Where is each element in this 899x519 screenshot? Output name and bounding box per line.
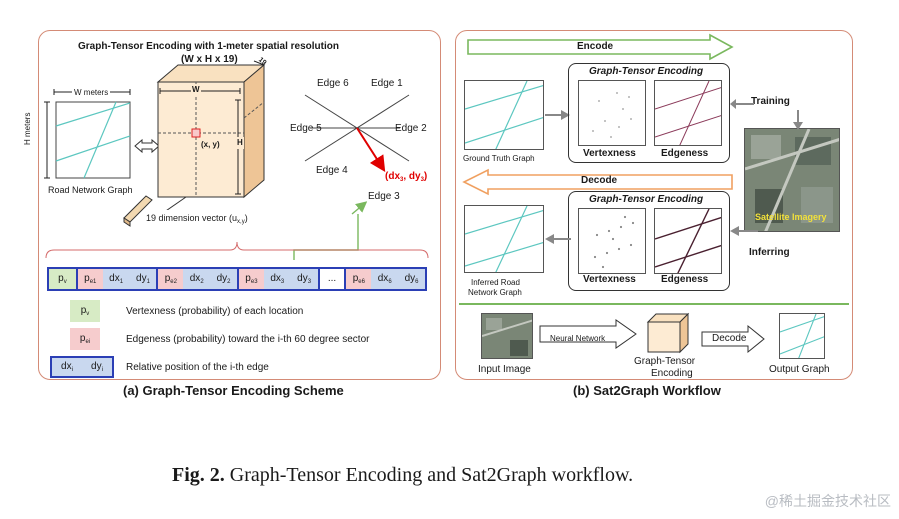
figure-caption: Fig. 2. Graph-Tensor Encoding and Sat2Gr… xyxy=(172,464,634,486)
decode-small-arrow xyxy=(701,324,765,354)
gte-box-top xyxy=(568,63,730,163)
inferred-road-graph xyxy=(464,205,544,273)
edgeness-label-top: Edgeness xyxy=(661,148,709,159)
legend-offset-text: Relative position of the i-th edge xyxy=(126,362,269,373)
decode-label: Decode xyxy=(581,175,618,186)
legend-vertex-swatch: pv xyxy=(70,300,100,322)
vertexness-map-top xyxy=(578,80,646,146)
watermark: @稀土掘金技术社区 xyxy=(764,493,891,509)
edge-2-label: Edge 2 xyxy=(395,123,427,134)
cube-w-label: W xyxy=(191,84,201,96)
edge-6-label: Edge 6 xyxy=(317,78,349,89)
vector-cell: dy1 xyxy=(129,269,157,289)
xy-label: (x, y) xyxy=(201,140,220,149)
vector-cell: pv xyxy=(49,269,76,289)
vector-cell: dx3 xyxy=(263,269,291,289)
edgeness-label-bottom: Edgeness xyxy=(661,274,709,285)
legend-offset-swatch: dxi dyi xyxy=(50,356,114,378)
vector-cell: pe2 xyxy=(156,269,184,289)
encode-arrow xyxy=(467,33,734,61)
edge-5-label: Edge 5 xyxy=(290,123,322,134)
decode-small-label: Decode xyxy=(712,333,747,344)
edge-3-label: Edge 3 xyxy=(368,191,400,202)
vector-label: 19 dimension vector (ux,y) xyxy=(146,213,248,225)
vector-cell: dy2 xyxy=(210,269,237,289)
inferring-arrow xyxy=(730,226,758,236)
h-meters-label: H meters xyxy=(23,112,32,145)
satellite-label: Satellite Imagery xyxy=(755,212,827,222)
vector-cell: ... xyxy=(317,269,345,289)
left-title: Graph-Tensor Encoding with 1-meter spati… xyxy=(78,41,339,52)
edgeness-map-bottom xyxy=(654,208,722,274)
gte-title-bottom: Graph-Tensor Encoding xyxy=(589,194,704,205)
vertexness-map-bottom xyxy=(578,208,646,274)
output-graph-label: Output Graph xyxy=(769,364,830,375)
vector-stick xyxy=(123,195,153,227)
neural-network-label: Neural Network xyxy=(550,334,606,343)
left-dims: (W x H x 19) xyxy=(181,54,238,65)
vector-cell: dy3 xyxy=(290,269,318,289)
inferred-label-2: Network Graph xyxy=(468,288,522,297)
gte-title-top: Graph-Tensor Encoding xyxy=(589,66,704,77)
vertexness-label-top: Vertexness xyxy=(583,148,636,159)
ground-truth-label: Ground Truth Graph xyxy=(463,154,535,163)
ground-truth-graph xyxy=(464,80,544,150)
left-caption: (a) Graph-Tensor Encoding Scheme xyxy=(123,383,344,398)
brace xyxy=(45,241,429,259)
tensor-cube xyxy=(156,60,266,210)
edge-sectors xyxy=(304,94,410,173)
inferred-label-1: Inferred Road xyxy=(471,278,520,287)
gt-to-gte-arrow xyxy=(545,110,570,120)
road-network-graph xyxy=(44,89,131,179)
input-image xyxy=(481,313,533,359)
vector-cell: pe3 xyxy=(237,269,264,289)
output-graph xyxy=(779,313,825,359)
vector-cell: pe1 xyxy=(75,269,103,289)
edgeness-map-top xyxy=(654,80,722,146)
input-image-label: Input Image xyxy=(478,364,531,375)
legend-vertex-text: Vertexness (probability) of each locatio… xyxy=(126,306,304,317)
dxdy-label: (dx3, dy3) xyxy=(385,171,428,183)
satellite-imagery: Satellite Imagery xyxy=(744,128,840,232)
gte-label-1: Graph-Tensor xyxy=(634,356,696,367)
cube-h-label: H xyxy=(236,137,244,149)
gte-box-bottom xyxy=(568,191,730,291)
road-graph-label: Road Network Graph xyxy=(48,185,133,195)
vector-cell: pe6 xyxy=(344,269,372,289)
inferring-label: Inferring xyxy=(749,247,790,258)
legend-edge-text: Edgeness (probability) toward the i-th 6… xyxy=(126,334,370,345)
workflow-separator xyxy=(459,303,849,305)
gte-cube-icon xyxy=(646,312,690,354)
legend-edge-swatch: pei xyxy=(70,328,100,350)
encode-label: Encode xyxy=(577,41,614,52)
edge-4-label: Edge 4 xyxy=(316,165,348,176)
training-label: Training xyxy=(751,96,790,107)
training-arrows xyxy=(730,99,803,130)
vector-cell: dx1 xyxy=(102,269,130,289)
vertexness-label-bottom: Vertexness xyxy=(583,274,636,285)
gte-label-2: Encoding xyxy=(651,368,693,379)
vector-cell: dx2 xyxy=(183,269,211,289)
neural-network-arrow xyxy=(539,319,637,349)
vector-cell: dy6 xyxy=(398,269,425,289)
decode-arrow xyxy=(462,168,733,196)
right-caption: (b) Sat2Graph Workflow xyxy=(573,383,721,398)
w-meters-label: W meters xyxy=(72,87,111,99)
edge-1-label: Edge 1 xyxy=(371,78,403,89)
gte-to-inferred-arrow xyxy=(545,234,571,244)
vector-cell: dx6 xyxy=(371,269,399,289)
